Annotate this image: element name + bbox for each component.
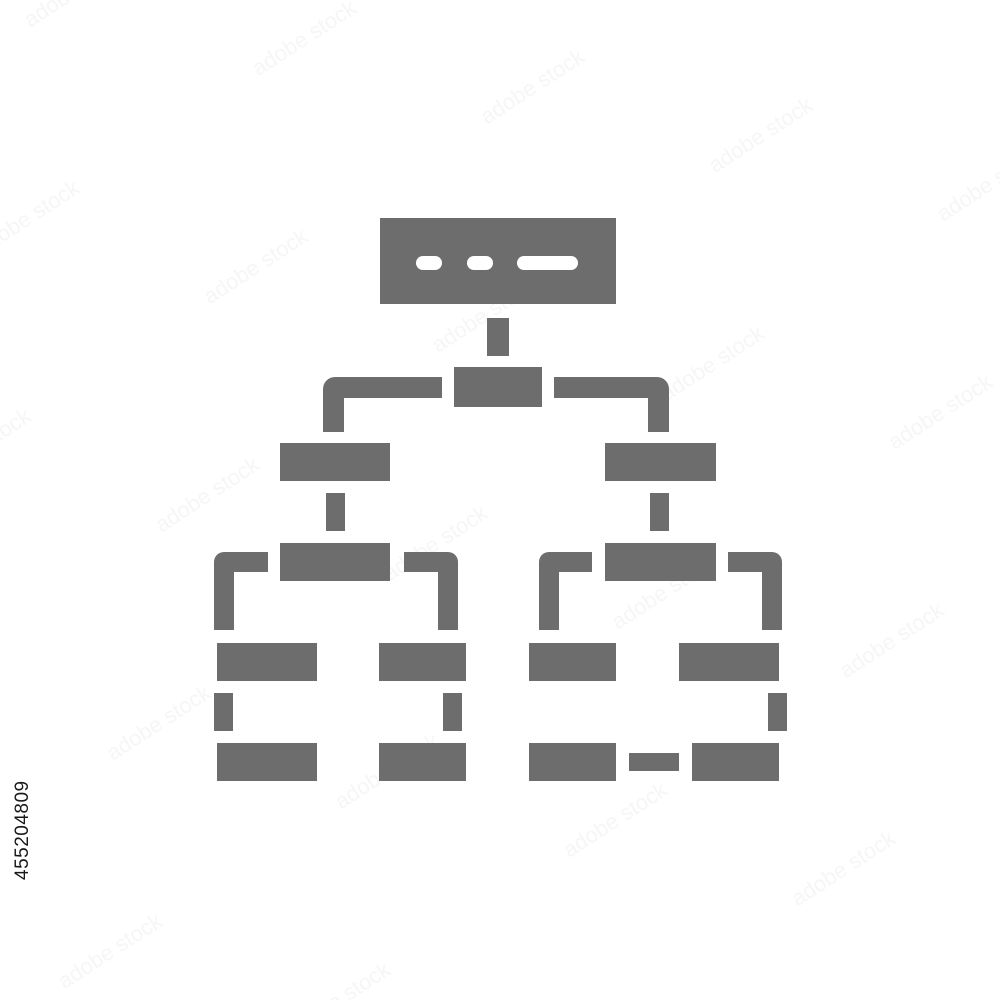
connector-ll-elbow [214, 552, 268, 630]
top-box [380, 218, 616, 304]
connector-v3 [768, 693, 787, 731]
node-level5-1 [217, 743, 317, 781]
node-level4-2 [379, 643, 466, 681]
connector-right-stem [650, 493, 669, 531]
header-dash-2 [467, 256, 493, 270]
connector-lr-elbow [404, 552, 458, 630]
node-level5-4 [692, 743, 779, 781]
node-level2-left [280, 443, 390, 481]
node-level3-right [605, 543, 716, 581]
node-level5-3 [529, 743, 616, 781]
node-level4-1 [217, 643, 317, 681]
header-dash-3 [517, 256, 578, 270]
node-level2-right [605, 443, 716, 481]
connector-rl-elbow [539, 552, 592, 630]
node-level4-4 [679, 643, 779, 681]
node-level4-3 [529, 643, 616, 681]
node-level3-left [280, 543, 390, 581]
connector-right-elbow [554, 377, 669, 432]
connector-rr-elbow [728, 552, 782, 630]
connector-top [487, 318, 509, 356]
header-dash-1 [416, 256, 442, 270]
connector-v2 [443, 693, 462, 731]
connector-left-stem [326, 493, 345, 531]
connector-v1 [214, 693, 233, 731]
connector-horizontal [629, 753, 679, 771]
connector-left-elbow [323, 377, 442, 432]
node-level5-2 [379, 743, 466, 781]
node-level1 [454, 367, 542, 407]
stock-id-label: 455204809 [6, 780, 40, 880]
